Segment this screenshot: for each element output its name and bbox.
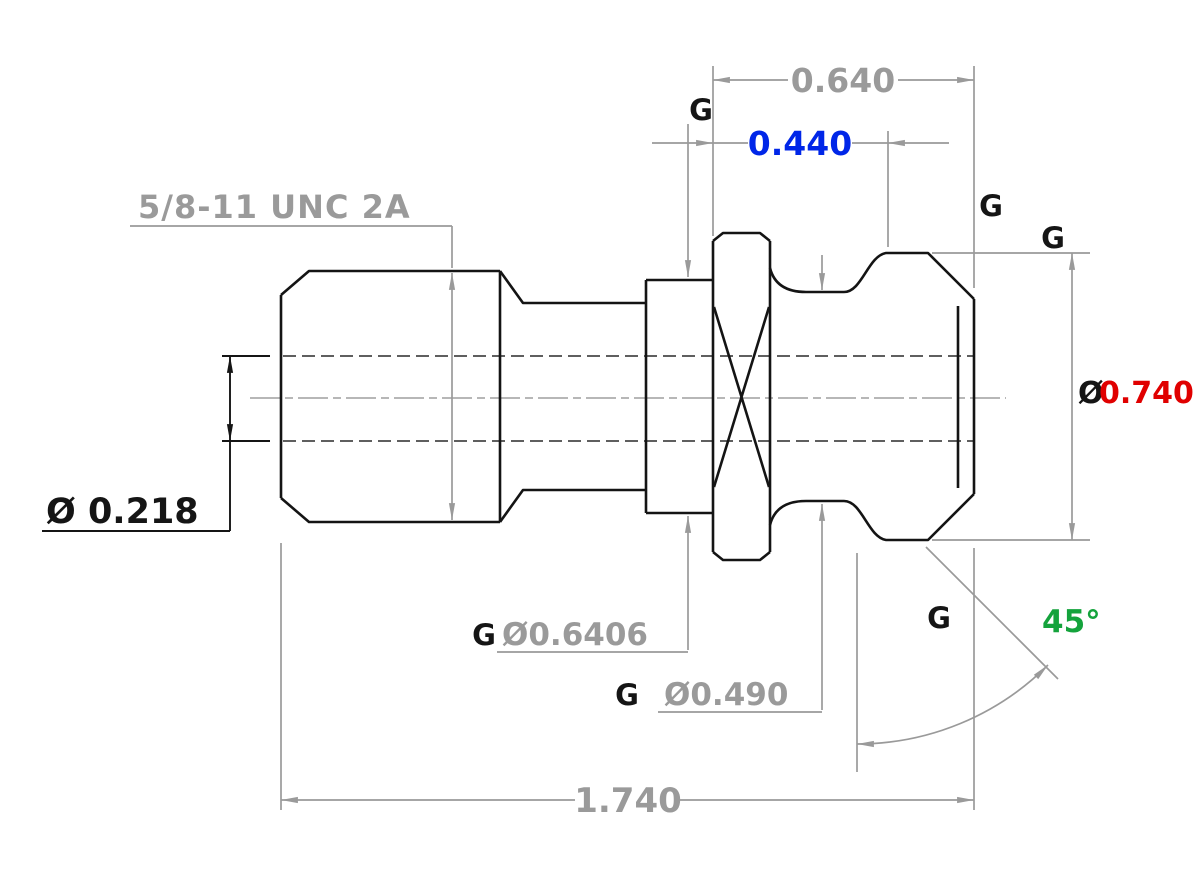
g-flag-right-lower: G	[1041, 221, 1065, 255]
hex-cross-mark	[712, 306, 771, 488]
part-outline	[279, 231, 976, 562]
angle-ref-diagonal	[925, 546, 1059, 680]
dim-head-dia-symbol: Ø	[1078, 376, 1104, 411]
g-flag-chamfer: G	[927, 601, 951, 635]
dim-hole-dia-label: Ø 0.218	[46, 492, 199, 532]
dim-head-length-label: 0.640	[791, 61, 895, 100]
g-flag-groove: G	[615, 678, 639, 712]
thread-callout-label: 5/8-11 UNC 2A	[138, 188, 411, 226]
dim-chamfer-angle-label: 45°	[1042, 604, 1101, 640]
g-flag-flange: G	[472, 618, 496, 652]
dim-groove-dia-label: Ø0.490	[664, 677, 788, 713]
dim-head-dia-label: 0.740	[1099, 376, 1194, 411]
dimension-lines	[130, 66, 1090, 810]
angle-arc	[856, 664, 1049, 748]
hole-dimension-lines	[42, 355, 270, 532]
dim-groove-offset-label: 0.440	[748, 124, 852, 163]
g-flag-top: G	[689, 93, 713, 127]
dim-flange-dia-label: Ø0.6406	[502, 617, 648, 653]
g-flag-right-upper: G	[979, 189, 1003, 223]
dim-overall-length-label: 1.740	[574, 781, 682, 821]
